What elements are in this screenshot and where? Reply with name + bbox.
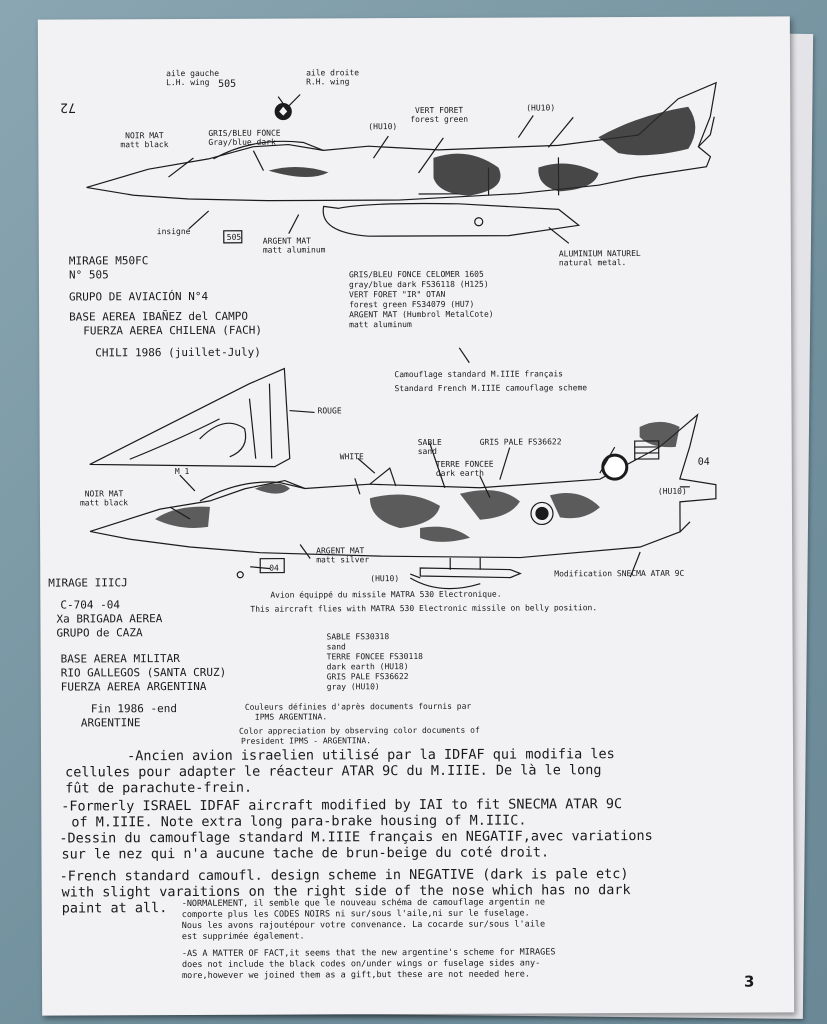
noir-mat-label: NOIR MAT matt black [120,131,169,150]
camo-en: Standard French M.IIIE camouflage scheme [394,383,588,394]
top-legend-2: gray/blue dark FS36118 (H125) [348,279,489,290]
top-title-3: GRUPO DE AVIACIÓN N°4 [69,289,209,304]
mirage-iiicj-profile [89,413,717,579]
para-2a: -Formerly ISRAEL IDFAF aircraft modified… [61,796,623,815]
bottom-legend-4: dark earth (HU18) [326,662,409,672]
hu10-bottom-b: (HU10) [370,574,400,584]
bottom-title-9: ARGENTINE [80,716,141,730]
m1-label: M 1 [174,466,190,477]
top-legend-3: VERT FORET "IR" OTAN [349,289,446,300]
source-fr-1: Couleurs définies d'après documents four… [244,701,472,712]
camo-fr: Camouflage standard M.IIIE français [394,369,563,380]
bottom-legend-1: SABLE FS30318 [326,632,390,642]
para-1c: fût de parachute-frein. [65,779,253,797]
argent-mat-label: ARGENT MAT matt aluminum [262,236,326,255]
para-4c: paint at all. [61,900,168,917]
bottom-legend-3: TERRE FONCEE FS30118 [326,651,423,662]
bottom-legend-2: sand [326,642,346,652]
note-2b: does not include the black codes on/unde… [181,958,541,971]
note-1b: comporte plus les CODES NOIRS ni sur/sou… [181,908,530,921]
modification-label: Modification SNECMA ATAR 9C [554,568,685,579]
fin-sketch [89,367,315,468]
rouge-label: ROUGE [317,406,342,416]
gris-pale-label: GRIS PALE FS36622 [479,437,562,447]
bottom-title-8: Fin 1986 -end [90,702,177,716]
bottom-title-2: C-704 -04 [60,598,121,612]
box-505-label: 505 [226,232,242,242]
top-page-number: 72 [60,99,76,115]
bottom-title-5: BASE AEREA MILITAR [60,652,180,666]
hu10-top-b: (HU10) [526,103,556,113]
top-title-1: MIRAGE M50FC [68,254,149,268]
top-title-4: BASE AEREA IBAÑEZ del CAMPO [69,309,248,324]
white-label: WHITE [339,452,364,462]
bottom-title-7: FUERZA AEREA ARGENTINA [60,679,207,694]
bottom-legend-6: gray (HU10) [326,682,380,692]
note-1a: -NORMALEMENT, il semble que le nouveau s… [181,897,546,910]
hu10-bottom-a: (HU10) [657,486,687,496]
bottom-title-1: MIRAGE IIICJ [48,576,128,590]
para-1b: cellules pour adapter le réacteur ATAR 9… [65,762,602,781]
source-fr-2: IPMS ARGENTINA. [254,712,328,722]
code-505-label: 505 [218,78,237,90]
hu10-top-a: (HU10) [368,122,398,132]
missile-fr: Avion équippé du missile MATRA 530 Elect… [270,589,502,600]
note-1c: Nous les avons rajoutépour votre convena… [181,919,546,932]
code-04-label: 04 [697,456,710,468]
instruction-page: 72 aile gauche L.H. wing aile droite R.H… [37,16,795,1016]
insigne-label: insigne [156,226,191,237]
top-title-6: CHILI 1986 (juillet-July) [95,345,261,360]
note-2a: -AS A MATTER OF FACT,it seems that the n… [181,947,556,960]
bottom-title-4: GRUPO de CAZA [56,626,143,640]
sable-label: SABLE sand [417,437,442,456]
aluminium-label: ALUMINIUM NATUREL natural metal. [558,249,641,268]
note-1d: est supprimée également. [181,931,305,943]
argent-bottom-label: ARGENT MAT matt silver [316,546,370,565]
source-en-2: President IPMS - ARGENTINA. [240,736,372,746]
page-number: 3 [743,972,755,991]
para-3b: sur le nez qui n'a aucune tache de brun-… [61,844,550,863]
top-legend-6: matt aluminum [349,320,412,330]
bottom-title-3: Xa BRIGADA AEREA [56,612,163,626]
source-en-1: Color appreciation by observing color do… [238,725,480,736]
box-04-label: 04 [269,563,279,573]
vert-foret-label: VERT FORET forest green [410,105,469,125]
bottom-title-6: RIO GALLEGOS (SANTA CRUZ) [60,665,227,680]
para-3a: -Dessin du camouflage standard M.IIIE fr… [59,827,653,847]
aircraft-drawings [86,81,717,590]
right-wing-label: aile droite R.H. wing [306,68,360,87]
terre-foncee-label: TERRE FONCEE dark earth [435,459,494,478]
top-title-2: N° 505 [68,268,109,282]
bottom-legend-5: GRIS PALE FS36622 [326,672,409,682]
top-legend-4: forest green FS34079 (HU7) [349,299,475,310]
missile-en: This aircraft flies with MATRA 530 Elect… [250,603,598,614]
note-2c: more,however we joined them as a gift,bu… [181,969,531,982]
top-title-5: FUERZA AEREA CHILENA (FACH) [83,323,263,338]
left-wing-label: aile gauche L.H. wing [166,68,220,88]
top-legend-1: GRIS/BLEU FONCE CELOMER 1605 [348,269,484,280]
mirage-5-profile [86,81,717,237]
noir-mat-bottom-label: NOIR MAT matt black [79,489,129,508]
top-legend-5: ARGENT MAT (Humbrol MetalCote) [349,309,494,320]
gris-bleu-label: GRIS/BLEU FONCE Gray/blue dark [208,128,281,147]
